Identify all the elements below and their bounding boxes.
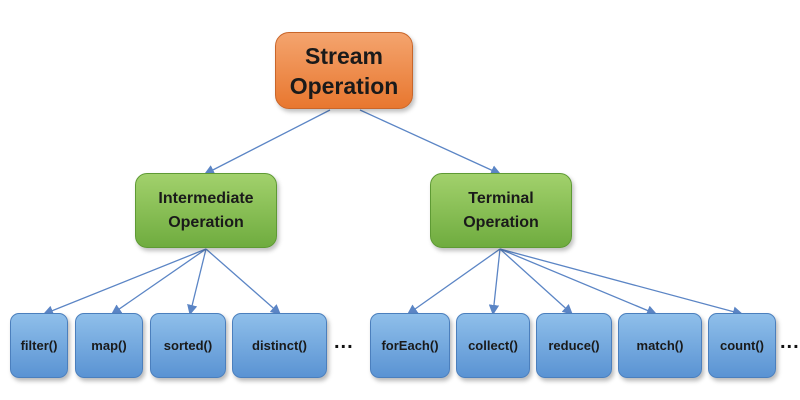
- filter-node: filter(): [10, 313, 68, 378]
- connector-root-to-terminal: [359, 109, 502, 175]
- stream-operation-line1: Stream: [305, 42, 383, 69]
- connector-intermediate-to-distinct: [205, 248, 281, 315]
- map-node: map(): [75, 313, 143, 378]
- intermediate-operation-line2: Operation: [168, 213, 244, 231]
- connector-terminal-to-reduce: [499, 248, 573, 315]
- sorted-node: sorted(): [150, 313, 226, 378]
- terminal-operation-line2: Operation: [463, 213, 539, 231]
- terminal-operation-node: Terminal Operation: [430, 173, 572, 248]
- distinct-node: distinct(): [232, 313, 327, 378]
- collect-node: collect(): [456, 313, 530, 378]
- connector-root-to-intermediate: [203, 109, 331, 175]
- connector-terminal-to-match: [499, 248, 658, 316]
- connector-intermediate-to-sorted: [187, 248, 207, 316]
- connector-intermediate-to-map: [110, 248, 207, 315]
- stream-operation-line2: Operation: [289, 72, 399, 99]
- intermediate-more-ellipsis: ...: [334, 331, 354, 353]
- reduce-node: reduce(): [536, 313, 612, 378]
- count-node: count(): [708, 313, 776, 378]
- connector-terminal-to-count: [499, 248, 744, 317]
- connector-terminal-to-collect: [488, 248, 501, 316]
- connector-terminal-to-foreach: [406, 248, 501, 315]
- foreach-node: forEach(): [370, 313, 450, 378]
- stream-operation-node: Stream Operation: [275, 32, 413, 109]
- intermediate-operation-line1: Intermediate: [158, 189, 254, 207]
- intermediate-operation-node: Intermediate Operation: [135, 173, 277, 248]
- terminal-operation-line1: Terminal: [468, 189, 534, 207]
- match-node: match(): [618, 313, 702, 378]
- terminal-more-ellipsis: ...: [780, 331, 800, 353]
- connector-intermediate-to-filter: [42, 248, 207, 316]
